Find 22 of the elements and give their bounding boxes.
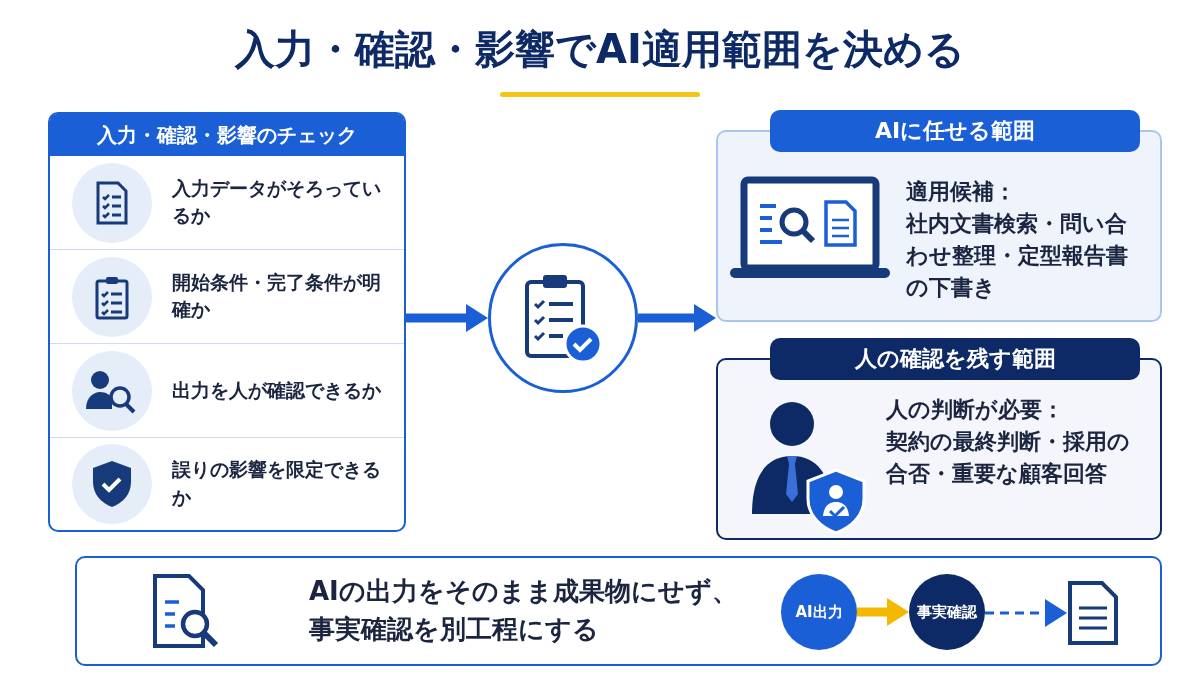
panel-header: 入力・確認・影響のチェック: [50, 114, 404, 156]
arrow: [406, 304, 488, 332]
note-text: AIの出力をそのまま成果物にせず、事実確認を別工程にする: [309, 575, 739, 646]
step-circle: AI出力: [781, 574, 857, 650]
arrow: [985, 599, 1067, 627]
document-icon: [1067, 580, 1119, 646]
card-header: AIに任せる範囲: [770, 110, 1140, 152]
check-item-text: 開始条件・完了条件が明確か: [172, 269, 382, 323]
title: 入力・確認・影響でAI適用範囲を決める: [233, 25, 966, 74]
check-item-text: 出力を人が確認できるか: [172, 377, 382, 403]
scope-heading: 適用候補：: [906, 178, 1017, 206]
scope-heading: 人の判断が必要：: [886, 396, 1065, 424]
step-circle: 事実確認: [909, 574, 985, 650]
check-item-text: 誤りの影響を限定できるか: [172, 457, 382, 510]
arrow: [857, 598, 909, 626]
scope-list: 社内文書検索・問い合わせ整理・定型報告書の下書き: [906, 207, 1146, 304]
scope-list: 契約の最終判断・採用の合否・重要な顧客回答: [886, 425, 1146, 490]
note-band: [75, 556, 1162, 666]
check-item-text: 入力データがそろっているか: [172, 175, 382, 229]
check-panel: [48, 112, 406, 532]
arrow: [638, 304, 716, 332]
card-header: 人の確認を残す範囲: [770, 338, 1140, 380]
